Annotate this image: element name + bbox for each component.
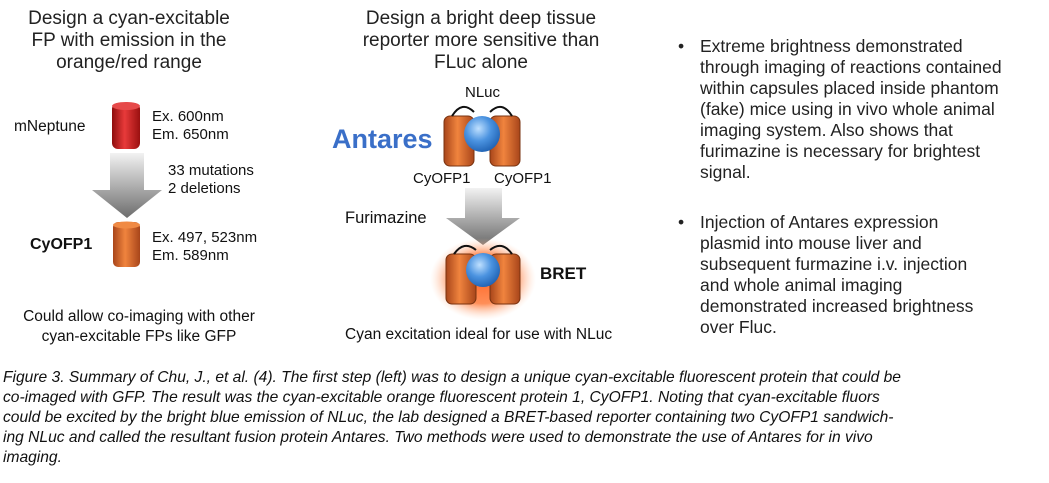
mutations-label: 33 mutations <box>168 162 254 179</box>
bullet-1-line: imaging system. Also shows that <box>700 120 953 140</box>
bullet-2-line: subsequent furmazine i.v. injection <box>700 254 968 274</box>
cyofp1-barrel <box>113 221 140 267</box>
left-note-line: cyan-excitable FPs like GFP <box>41 328 237 345</box>
mutation-arrow <box>92 153 162 218</box>
bullet-dot-icon: • <box>678 36 685 56</box>
cyofp1-right-label: CyOFP1 <box>494 170 552 187</box>
bullet-2: • Injection of Antares expression plasmi… <box>678 212 1040 338</box>
bullet-1-line: Extreme brightness demonstrated <box>700 36 963 56</box>
mneptune-label: mNeptune <box>14 118 86 135</box>
left-heading-line: FP with emission in the <box>31 30 227 51</box>
middle-note: Cyan excitation ideal for use with NLuc <box>345 326 613 343</box>
cyofp1-left-label: CyOFP1 <box>413 170 471 187</box>
bullet-1-line: furimazine is necessary for brightest <box>700 141 981 161</box>
antares-construct <box>443 105 521 167</box>
left-heading-line: Design a cyan-excitable <box>28 8 230 29</box>
cyofp1-ex: Ex. 497, 523nm <box>152 229 258 246</box>
nluc-label: NLuc <box>465 84 501 101</box>
caption-line: could be excited by the bright blue emis… <box>3 409 894 426</box>
caption-line: ing NLuc and called the resultant fusion… <box>3 429 873 446</box>
bret-construct <box>430 238 536 320</box>
furimazine-arrow <box>446 188 520 245</box>
bullet-dot-icon: • <box>678 212 685 232</box>
caption-line: Figure 3. Summary of Chu, J., et al. (4)… <box>3 369 901 386</box>
furimazine-label: Furimazine <box>345 209 427 227</box>
bullet-1-line: within capsules placed inside phantom <box>700 78 999 98</box>
left-note-line: Could allow co-imaging with other <box>23 308 255 325</box>
caption-line: co-imaged with GFP. The result was the c… <box>3 389 880 406</box>
mneptune-barrel <box>112 102 140 149</box>
left-note: Could allow co-imaging with other cyan-e… <box>8 307 270 347</box>
bullet-2-line: demonstrated increased brightness <box>700 296 974 316</box>
mneptune-em: Em. 650nm <box>152 126 229 143</box>
bullet-2-line: over Fluc. <box>700 317 777 337</box>
bullet-1: • Extreme brightness demonstrated throug… <box>678 36 1040 183</box>
figure-caption: Figure 3. Summary of Chu, J., et al. (4)… <box>3 368 1047 468</box>
caption-line: imaging. <box>3 449 62 466</box>
bullet-2-line: plasmid into mouse liver and <box>700 233 922 253</box>
middle-heading-line: Design a bright deep tissue <box>365 8 597 29</box>
bullet-2-line: Injection of Antares expression <box>700 212 939 232</box>
left-heading-line: orange/red range <box>56 52 202 73</box>
cyofp1-label: CyOFP1 <box>30 236 93 253</box>
cyofp1-em: Em. 589nm <box>152 247 229 264</box>
mneptune-ex: Ex. 600nm <box>152 108 224 125</box>
bullet-1-line: signal. <box>700 162 751 182</box>
deletions-label: 2 deletions <box>168 180 241 197</box>
bullet-2-line: and whole animal imaging <box>700 275 903 295</box>
middle-heading-line: FLuc alone <box>433 52 528 73</box>
bullet-1-line: (fake) mice using in vivo whole animal <box>700 99 995 119</box>
bullet-1-line: through imaging of reactions contained <box>700 57 1002 77</box>
left-heading: Design a cyan-excitable FP with emission… <box>18 8 240 74</box>
middle-heading: Design a bright deep tissue reporter mor… <box>340 8 622 74</box>
antares-label: Antares <box>332 124 433 154</box>
middle-heading-line: reporter more sensitive than <box>362 30 600 51</box>
bret-label: BRET <box>540 264 587 283</box>
